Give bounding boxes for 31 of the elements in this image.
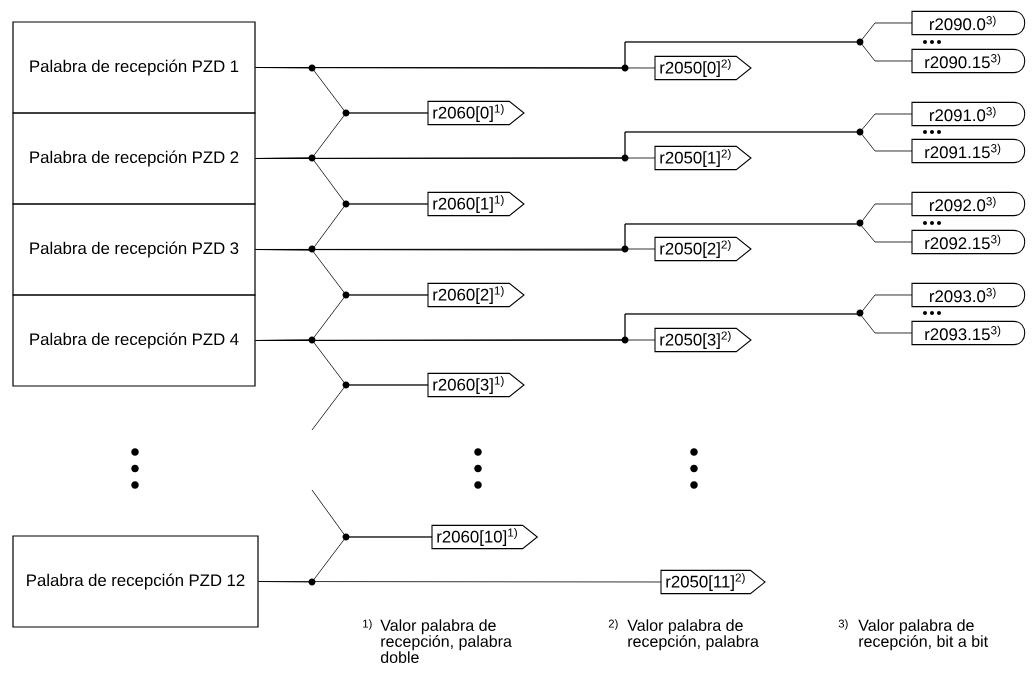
footnote-mark: 1) <box>363 619 372 630</box>
footnote-text: Valor palabra de recepción, palabra doble <box>380 619 512 663</box>
signal-tag: r2060[2]$^{1)}$ <box>427 282 525 308</box>
signal-line <box>258 581 662 583</box>
word-box: Palabra de recepción PZD 2 <box>12 112 256 205</box>
bit-tag: r2091.0$^{3)}$ <box>911 101 1026 127</box>
signal-tag: r2060[0]$^{1)}$ <box>427 100 525 126</box>
bit-tag: r2092.0$^{3)}$ <box>911 191 1026 217</box>
bit-tag: r2090.0$^{3)}$ <box>911 10 1026 36</box>
bit-tag: r2092.15$^{3)}$ <box>911 229 1026 255</box>
bit-tag: r2090.15$^{3)}$ <box>911 48 1026 74</box>
signal-tag: r2060[10]$^{1)}$ <box>431 524 539 550</box>
footnote-mark: 2) <box>608 619 618 630</box>
signal-tag: r2050[3]$^{2)}$ <box>654 327 752 353</box>
bit-tag: r2093.0$^{3)}$ <box>911 282 1026 308</box>
signal-tag: r2060[3]$^{1)}$ <box>427 372 525 398</box>
bit-tag: r2091.15$^{3)}$ <box>911 138 1026 164</box>
word-box: Palabra de recepción PZD 3 <box>12 203 256 296</box>
signal-tag: r2050[0]$^{2)}$ <box>654 55 752 81</box>
bit-tag: r2093.15$^{3)}$ <box>911 320 1026 346</box>
signal-tag: r2050[1]$^{2)}$ <box>654 145 752 171</box>
signal-tag: r2050[2]$^{2)}$ <box>654 236 752 262</box>
signal-tag: r2050[11]$^{2)}$ <box>660 569 766 595</box>
word-box: Palabra de recepción PZD 1 <box>12 21 256 114</box>
signal-tag: r2060[1]$^{1)}$ <box>427 191 525 217</box>
word-box: Palabra de recepción PZD 4 <box>12 294 256 387</box>
footnote-mark: 3) <box>838 619 848 630</box>
footnote-text: Valor palabra de recepción, palabra <box>627 619 759 651</box>
signal-line <box>311 384 429 431</box>
footnote-text: Valor palabra de recepción, bit a bit <box>858 619 988 651</box>
word-box: Palabra de recepción PZD 12 <box>12 535 259 628</box>
